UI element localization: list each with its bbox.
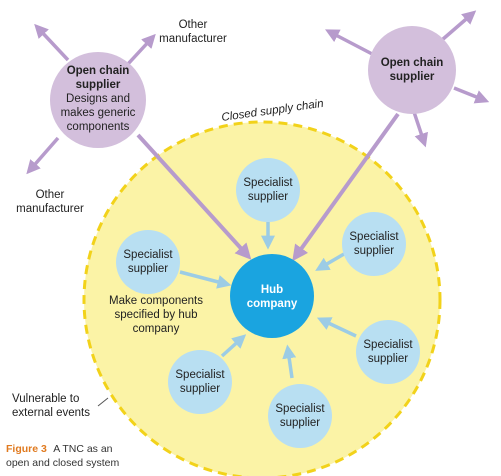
specialist-supplier-left: Specialist supplier <box>116 230 180 294</box>
arrow-specialist-lower-right-to-hub <box>316 317 357 338</box>
figure-caption-text1: A TNC as an <box>53 443 112 455</box>
vulnerable-line2: external events <box>12 407 90 419</box>
svg-text:supplier: supplier <box>368 353 408 365</box>
arrow-specialist-bottom-to-hub <box>282 344 297 379</box>
specialist-supplier-top: Specialist supplier <box>236 158 300 222</box>
arrow-left-supplier-to-hub <box>136 133 252 260</box>
arrow-specialist-left-to-hub <box>179 270 232 289</box>
make-components-line3: company <box>133 323 180 335</box>
svg-text:supplier: supplier <box>248 191 288 203</box>
svg-text:company: company <box>247 298 298 310</box>
open-chain-supplier-left-desc3: components <box>67 121 130 133</box>
vulnerable-line1: Vulnerable to <box>12 393 79 405</box>
open-chain-supplier-left-circle <box>50 52 146 148</box>
svg-text:Specialist: Specialist <box>123 249 173 261</box>
svg-text:Specialist: Specialist <box>363 339 413 351</box>
open-chain-supplier-left-desc2: makes generic <box>61 107 136 119</box>
open-chain-supplier-left-title2: supplier <box>76 79 121 91</box>
svg-text:Specialist: Specialist <box>243 177 293 189</box>
arrow-left-supplier-up-right <box>126 33 156 66</box>
arrow-left-supplier-down-left <box>26 136 60 175</box>
arrow-right-supplier-to-hub <box>292 112 400 262</box>
make-components-line2: specified by hub <box>114 309 197 321</box>
figure-caption-line2: open and closed system <box>6 457 119 469</box>
closed-supply-chain-label: Closed supply chain <box>221 98 325 124</box>
specialist-supplier-lower-right: Specialist supplier <box>356 320 420 384</box>
arrow-right-supplier-down <box>412 111 428 148</box>
make-components-line1: Make components <box>109 295 203 307</box>
svg-text:Hub: Hub <box>261 284 283 296</box>
svg-text:supplier: supplier <box>180 383 220 395</box>
open-chain-supplier-left-title1: Open chain <box>67 65 130 77</box>
svg-text:Specialist: Specialist <box>175 369 225 381</box>
arrow-left-supplier-up-left <box>34 23 70 62</box>
figure-number: Figure 3 <box>6 443 47 455</box>
arrow-specialist-lower-left-to-hub <box>220 334 247 358</box>
open-chain-supplier-right-title1: Open chain <box>381 57 444 69</box>
arrow-right-supplier-right <box>453 86 490 104</box>
other-manufacturer-left-line1: Other <box>36 189 65 201</box>
svg-text:Specialist: Specialist <box>349 231 399 243</box>
open-chain-supplier-right-title2: supplier <box>390 71 435 83</box>
specialist-supplier-right: Specialist supplier <box>342 212 406 276</box>
open-chain-supplier-right-circle <box>368 26 456 114</box>
figure-caption-line1: Figure 3 A TNC as an <box>6 443 113 455</box>
svg-text:supplier: supplier <box>280 417 320 429</box>
open-chain-supplier-left-desc1: Designs and <box>66 93 130 105</box>
arrow-right-supplier-up-left <box>325 29 377 58</box>
hub-company: Hub company <box>230 254 314 338</box>
svg-text:supplier: supplier <box>128 263 168 275</box>
arrow-specialist-right-to-hub <box>315 252 345 271</box>
specialist-supplier-lower-left: Specialist supplier <box>168 350 232 414</box>
other-manufacturer-top-line2: manufacturer <box>159 33 227 45</box>
other-manufacturer-left-line2: manufacturer <box>16 203 84 215</box>
vulnerable-pointer <box>97 397 109 407</box>
svg-text:supplier: supplier <box>354 245 394 257</box>
other-manufacturer-top-line1: Other <box>179 19 208 31</box>
svg-text:Specialist: Specialist <box>275 403 325 415</box>
specialist-supplier-bottom: Specialist supplier <box>268 384 332 448</box>
